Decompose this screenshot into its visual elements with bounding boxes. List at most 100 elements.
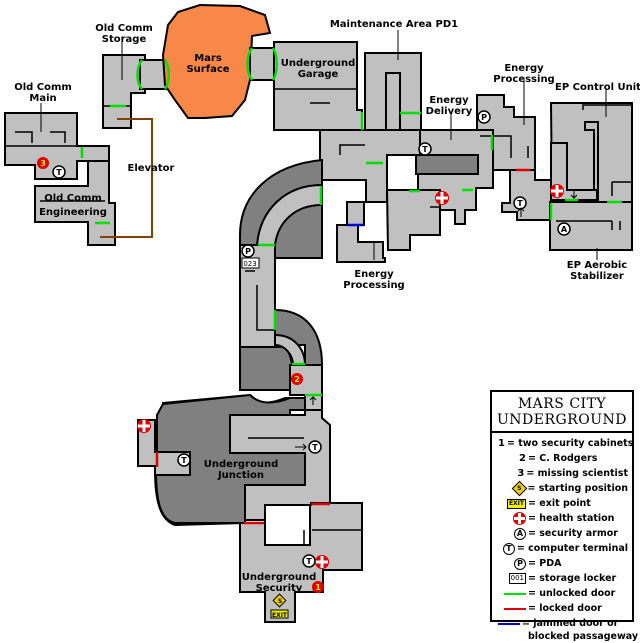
legend-item-pda: P= PDA — [498, 557, 628, 572]
svg-text:023: 023 — [243, 260, 256, 268]
marker-2-c-rodgers: 2 — [291, 373, 303, 385]
room-energy-delivery-lower — [385, 189, 441, 251]
area-mars-surface — [161, 3, 272, 119]
label-old-comm-storage-2: Storage — [102, 34, 147, 45]
legend-key-1: 1 — [498, 438, 505, 449]
svg-text:A: A — [561, 225, 568, 234]
legend-label: = unlocked door — [528, 588, 616, 599]
legend-title: MARS CITY UNDERGROUND — [492, 392, 632, 433]
legend-label: = exit point — [528, 498, 591, 509]
legend-key-2: 2 — [519, 453, 526, 464]
starting-position-icon: S — [272, 593, 287, 608]
svg-text:P: P — [481, 113, 487, 122]
storage-locker-icon: 001 — [508, 573, 526, 584]
label-underground-security-2: Security — [256, 583, 303, 594]
jammed-door-line — [498, 622, 520, 625]
legend-title-line1: MARS CITY — [517, 396, 607, 412]
svg-text:2: 2 — [294, 375, 300, 384]
legend-item-2: 2= C. Rodgers — [498, 452, 628, 467]
door-unlocked — [80, 104, 622, 397]
legend-label: = jammed door or — [522, 618, 619, 629]
svg-text:T: T — [312, 443, 318, 452]
legend-list: 1= two security cabinets 2= C. Rodgers 3… — [492, 433, 638, 643]
room-maintenance-area — [364, 52, 422, 131]
computer-terminal-icon: T — [513, 196, 527, 210]
marker-1-security-cabinets: 1 — [312, 581, 324, 593]
label-underground-garage-2: Garage — [298, 69, 339, 80]
svg-text:T: T — [422, 145, 428, 154]
energy-delivery-dark-block — [415, 154, 479, 175]
health-station-icon — [137, 184, 564, 569]
computer-terminal-icon: T — [502, 542, 515, 555]
legend-item-start: S= starting position — [498, 480, 628, 497]
starting-position-icon: S — [512, 480, 528, 497]
room-ep-aerobic-stabilizer — [549, 201, 633, 251]
legend-label: = computer terminal — [516, 543, 628, 554]
computer-terminal-icon: T — [177, 453, 191, 467]
room-maintenance-lower — [319, 129, 422, 263]
svg-text:T: T — [56, 168, 62, 177]
pda-icon: P — [241, 244, 255, 258]
legend-item-locked-door: = locked door — [498, 602, 628, 617]
label-energy-delivery-2: Delivery — [426, 106, 473, 117]
label-old-comm-storage: Old Comm — [95, 23, 153, 34]
storage-locker-icon: 023 — [241, 257, 260, 269]
area-dark-block-mid — [239, 346, 295, 391]
label-energy-delivery: Energy — [429, 95, 469, 106]
pda-icon: P — [477, 110, 491, 124]
legend-item-3: 3= missing scientist — [498, 467, 628, 482]
room-ep-control-inner — [550, 142, 598, 201]
arrow-icon — [570, 190, 578, 199]
label-ep-control-unit: EP Control Unit — [555, 82, 640, 93]
legend-label: = health station — [528, 513, 615, 524]
exit-icon: EXIT — [506, 498, 526, 509]
svg-text:P: P — [245, 247, 251, 256]
unlocked-door-line — [504, 592, 526, 595]
legend-label: = C. Rodgers — [528, 453, 598, 464]
computer-terminal-icon: T — [308, 440, 322, 454]
label-old-comm-engineering-2: Engineering — [39, 207, 107, 218]
legend-item-locker: 001= storage locker — [498, 572, 628, 587]
svg-text:S: S — [278, 598, 282, 605]
label-underground-junction-2: Junction — [217, 470, 264, 481]
legend-label: = missing scientist — [526, 468, 628, 479]
arrow-icon — [517, 207, 525, 217]
legend-label: = PDA — [528, 558, 562, 569]
legend-item-health: = health station — [498, 512, 628, 527]
label-mars-surface: Mars — [194, 53, 222, 64]
arrow-icon — [295, 443, 307, 451]
label-ep-aerobic-stabilizer-2: Stabilizer — [570, 271, 624, 282]
label-underground-security: Underground — [242, 572, 316, 583]
label-energy-processing-bottom: Energy — [354, 269, 394, 280]
pda-icon: P — [514, 557, 526, 570]
legend-item-armor: A= security armor — [498, 527, 628, 542]
mars-city-underground-map: Old Comm Storage Mars Surface Undergroun… — [4, 3, 640, 623]
legend-item-terminal: T= computer terminal — [498, 542, 628, 557]
label-mars-surface-2: Surface — [186, 64, 229, 75]
legend-item-unlocked-door: = unlocked door — [498, 587, 628, 602]
connector-surface-garage — [249, 47, 277, 81]
legend-item-1: 1= two security cabinets — [498, 437, 633, 452]
svg-text:EXIT: EXIT — [272, 612, 288, 619]
room-energy-processing-top — [476, 94, 536, 171]
legend-item-jammed-door: = jammed door or blocked passageway — [498, 617, 638, 643]
svg-text:T: T — [181, 456, 187, 465]
locked-door-line — [504, 607, 526, 610]
label-old-comm-main-2: Main — [29, 93, 56, 104]
label-energy-processing-top: Energy — [504, 63, 544, 74]
label-energy-processing-top-2: Processing — [493, 74, 554, 85]
svg-text:3: 3 — [40, 159, 46, 168]
computer-terminal-icon: T — [52, 165, 66, 179]
label-elevator: Elevator — [128, 163, 175, 174]
label-old-comm-main: Old Comm — [14, 82, 72, 93]
start-glyph: S — [517, 484, 523, 492]
legend-label: = two security cabinets — [506, 438, 634, 449]
legend-title-line2: UNDERGROUND — [496, 412, 627, 428]
security-white-block — [264, 504, 311, 546]
exit-point-icon: EXIT — [270, 609, 289, 619]
legend-label: blocked passageway — [528, 631, 639, 642]
health-station-icon — [513, 512, 526, 525]
door-unlocked — [136, 59, 170, 90]
elevator-line — [100, 118, 153, 238]
svg-text:T: T — [306, 557, 312, 566]
